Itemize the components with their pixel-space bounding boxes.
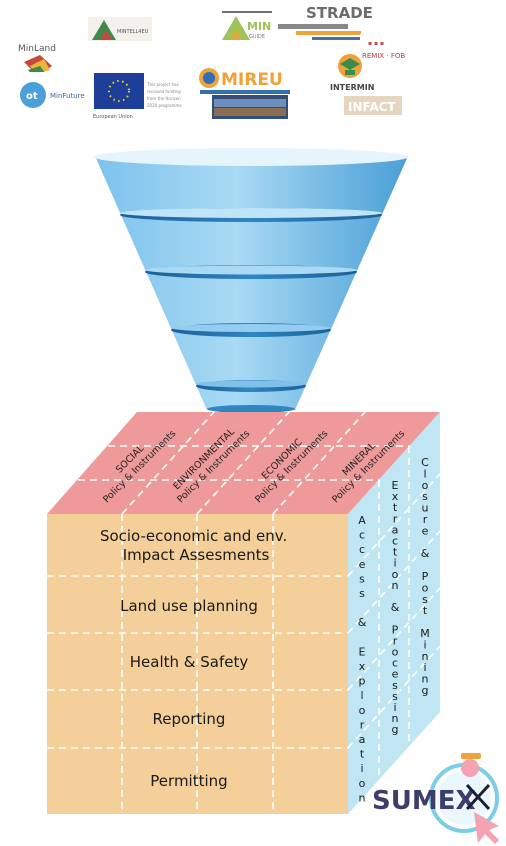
svg-text:ot: ot [26,91,38,102]
row-label-impact-assessments: Socio-economic and env. Impact Assesment… [100,527,292,564]
intermin-logo: INTERMIN [330,54,374,92]
cursor-icon [474,812,499,844]
sumex-wordmark: SUMEX [372,786,476,816]
row-label-reporting: Reporting [153,710,226,728]
mireu-logo: MIREU [199,68,290,119]
infact-logo: INFACT [344,96,402,115]
cube-side-face [348,412,440,814]
svg-text:MIREU: MIREU [221,70,283,90]
pickaxe-icon [465,783,491,811]
svg-text:MINTELL4EU: MINTELL4EU [117,29,149,35]
min-guide-logo: MIN GUIDE [222,11,272,40]
svg-text:This project has: This project has [146,82,179,87]
svg-text:MinFuture: MinFuture [50,92,85,100]
svg-text:received funding: received funding [147,89,181,94]
svg-text:INFACT: INFACT [348,100,396,114]
policy-cube: SOCIAL Policy & Instruments ENVIRONMENTA… [47,411,441,814]
svg-text:European Union: European Union [93,114,133,120]
minland-logo: MinLand [18,44,56,77]
front-face-labels: Socio-economic and env. Impact Assesment… [100,527,292,790]
svg-text:STRADE: STRADE [306,4,373,22]
svg-text:MinLand: MinLand [18,44,56,54]
funnel-ring [145,265,357,279]
remix-logo: ▪ ▪ ▪ REMIX · FOB [360,34,416,62]
row-label-permitting: Permitting [150,772,227,790]
svg-text:INTERMIN: INTERMIN [330,83,374,92]
sumex-logo: SUMEX [372,753,499,844]
logo-strip: MINTELL4EU MIN GUIDE STRADE ▪ ▪ ▪ REMIX … [16,4,416,120]
svg-text:from the Horizon: from the Horizon [147,96,181,101]
mintell-logo: MINTELL4EU [88,17,152,41]
svg-text:GUIDE: GUIDE [249,34,265,40]
funnel [94,148,408,413]
svg-text:MIN: MIN [247,20,271,33]
funnel-ring [120,208,382,222]
eu-logo: ot MinFuture European Union This project… [16,72,186,120]
svg-text:REMIX · FOB: REMIX · FOB [362,52,405,60]
funnel-ring [171,323,331,337]
svg-text:2020 programme: 2020 programme [147,103,182,108]
row-label-land-use-planning: Land use planning [120,597,258,615]
row-label-health-safety: Health & Safety [130,653,249,671]
svg-text:▪ ▪ ▪: ▪ ▪ ▪ [368,40,384,47]
strade-logo: STRADE [278,4,373,40]
funnel-ring [196,380,306,392]
